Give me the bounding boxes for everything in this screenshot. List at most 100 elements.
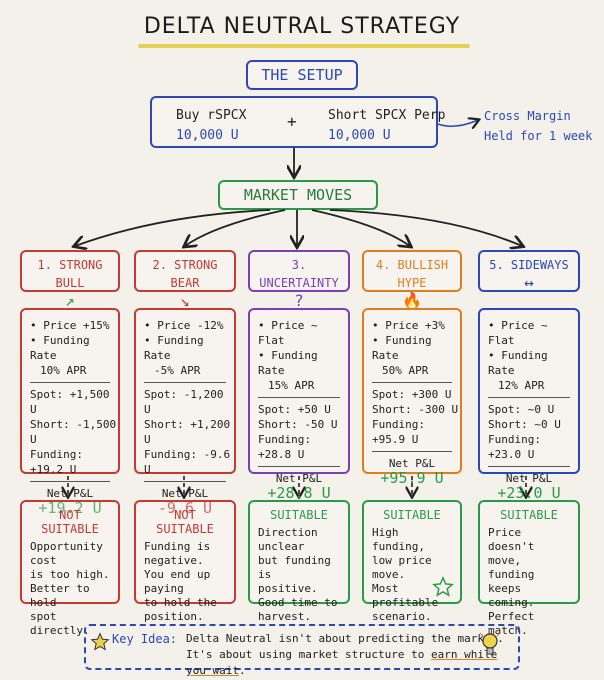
scenario-1-funding-rate: 10% APR <box>40 364 87 377</box>
scenario-3-verdict: SUITABLE <box>270 508 328 522</box>
scenario-5-short: Short: ~0 U <box>488 418 561 431</box>
setup-label: THE SETUP <box>246 60 358 90</box>
setup-buy-amount: 10,000 U <box>176 128 239 143</box>
key-idea-box: Delta Neutral isn't about predicting the… <box>84 624 520 677</box>
key-idea-line-2: It's about using market structure to ear… <box>186 647 510 679</box>
scenario-2-short: Short: +1,200 U <box>144 418 231 446</box>
scenario-3-desc-4: Good time to <box>258 596 338 609</box>
setup-buy-asset: Buy rSPCX <box>176 108 247 123</box>
scenario-5-divider <box>488 397 570 398</box>
scenario-4-pnl-label: Net P&L <box>388 457 436 470</box>
scenario-4-funding-rate: 50% APR <box>382 364 429 377</box>
scenario-5-funding-rate: 12% APR <box>498 379 545 392</box>
setup-short: Short SPCX Perp 10,000 U <box>328 106 445 146</box>
title-underline <box>138 44 470 48</box>
scenario-4-verdict: SUITABLE <box>383 508 441 522</box>
scenario-3-short: Short: -50 U <box>258 418 338 431</box>
key-idea-label: Key Idea: <box>112 632 178 646</box>
setup-note-margin: Cross Margin <box>484 109 571 123</box>
arrow-to-scenario-1 <box>75 209 271 246</box>
scenario-5-verdict: SUITABLE <box>500 508 558 522</box>
scenario-3-funding-label: • Funding Rate <box>258 349 318 377</box>
scenario-3-spot: Spot: +50 U <box>258 403 331 416</box>
scenario-5-desc-2: funding keeps <box>488 568 535 595</box>
scenario-1-short: Short: -1,500 U <box>30 418 117 446</box>
scenario-3-desc-5: harvest. <box>258 610 311 623</box>
scenario-1-desc-3: Better to hold <box>30 582 90 609</box>
note-arrow <box>437 120 478 126</box>
scenario-3-pnl: +28.8 U <box>267 484 331 502</box>
setup-buy: Buy rSPCX 10,000 U <box>176 106 246 146</box>
key-idea-line-2-a: It's about using market structure to <box>186 648 432 661</box>
scenario-4-spot: Spot: +300 U <box>372 388 452 401</box>
setup-short-asset: Short SPCX Perp <box>328 108 446 123</box>
key-idea-line-2-c: . <box>238 664 246 677</box>
scenario-5-header: 5. SIDEWAYS ↔ <box>478 250 580 292</box>
scenario-2-header: 2. STRONG BEAR ↘ <box>134 250 236 310</box>
arrow-to-scenario-2 <box>185 209 286 246</box>
star-icon <box>90 632 110 651</box>
scenario-5-spot: Spot: ~0 U <box>488 403 555 416</box>
scenario-2-desc-3: to hold the <box>144 596 217 609</box>
scenario-2-verdict-box: NOT SUITABLE Funding is negative. You en… <box>134 500 236 623</box>
scenario-4-funding-label: • Funding Rate <box>372 334 432 362</box>
scenario-3-desc-3: positive. <box>258 582 318 595</box>
question-icon: ? <box>294 291 304 310</box>
scenario-1-price: • Price +15% <box>30 319 110 332</box>
scenario-4-verdict-box: SUITABLE High funding, low price move. M… <box>362 500 462 623</box>
scenario-1-pnl: +19.2 U <box>38 499 102 517</box>
scenario-3-price: • Price ~ Flat <box>258 319 318 347</box>
scenario-5-divider-2 <box>488 466 570 467</box>
scenario-4-divider-2 <box>372 451 452 452</box>
scenario-3-title: 3. UNCERTAINTY <box>259 258 339 290</box>
setup-note: Cross Margin Held for 1 week <box>484 106 592 146</box>
setup-short-amount: 10,000 U <box>328 128 391 143</box>
scenario-2-desc-4: position. <box>144 610 204 623</box>
scenario-1-divider-2 <box>30 481 110 482</box>
scenario-1-header: 1. STRONG BULL ↗ <box>20 250 120 310</box>
scenario-4-pnl: +95.9 U <box>380 469 444 487</box>
scenario-4-header: 4. BULLISH HYPE 🔥 <box>362 250 462 310</box>
setup-note-hold: Held for 1 week <box>484 129 593 143</box>
scenario-1-divider <box>30 382 110 383</box>
scenario-1-desc-1: Opportunity cost <box>30 540 103 567</box>
scenario-1-funding: Funding: +19.2 U <box>30 448 83 476</box>
trend-up-icon: ↗ <box>65 291 75 310</box>
scenario-3-divider <box>258 397 340 398</box>
scenario-3-desc-2: but funding is <box>258 554 331 581</box>
scenario-2-pnl: -9.6 U <box>157 499 213 517</box>
scenario-1-spot: Spot: +1,500 U <box>30 388 110 416</box>
scenario-2-card: • Price -12% • Funding Rate -5% APR Spot… <box>134 308 236 516</box>
scenario-4-funding: Funding: +95.9 U <box>372 418 425 446</box>
scenario-2-pnl-label: Net P&L <box>161 487 209 500</box>
scenario-1-title: 1. STRONG BULL <box>37 258 103 290</box>
scenario-3-card: • Price ~ Flat • Funding Rate 15% APR Sp… <box>248 308 350 501</box>
scenario-1-desc-2: is too high. <box>30 568 110 581</box>
scenario-4-desc-2: low price move. <box>372 554 432 581</box>
trend-down-icon: ↘ <box>180 291 190 310</box>
scenario-2-desc-1: Funding is negative. <box>144 540 211 567</box>
scenario-2-divider <box>144 382 226 383</box>
scenario-5-desc-1: Price doesn't move, <box>488 526 535 567</box>
scenario-2-spot: Spot: -1,200 U <box>144 388 224 416</box>
arrow-to-scenario-5 <box>329 209 522 246</box>
scenario-5-pnl: +23.0 U <box>497 484 561 502</box>
scenario-4-divider <box>372 382 452 383</box>
scenario-1-funding-label: • Funding Rate <box>30 334 90 362</box>
key-idea-line-1: Delta Neutral isn't about predicting the… <box>186 632 504 645</box>
scenario-2-funding-label: • Funding Rate <box>144 334 204 362</box>
scenario-5-desc-3: coming. <box>488 596 535 609</box>
scenario-4-desc-3: Most profitable <box>372 582 439 609</box>
star-icon <box>432 576 454 597</box>
key-idea-highlight: earn while you wait <box>186 648 498 677</box>
scenario-1-verdict: NOT SUITABLE <box>41 508 99 536</box>
scenario-3-funding-rate: 15% APR <box>268 379 315 392</box>
scenario-2-price: • Price -12% <box>144 319 224 332</box>
scenario-3-funding: Funding: +28.8 U <box>258 433 311 461</box>
lightbulb-icon <box>479 632 501 655</box>
scenario-3-desc-1: Direction unclear <box>258 526 318 553</box>
scenario-2-divider-2 <box>144 481 226 482</box>
scenario-4-short: Short: -300 U <box>372 403 459 416</box>
scenario-3-pnl-label: Net P&L <box>275 472 323 485</box>
